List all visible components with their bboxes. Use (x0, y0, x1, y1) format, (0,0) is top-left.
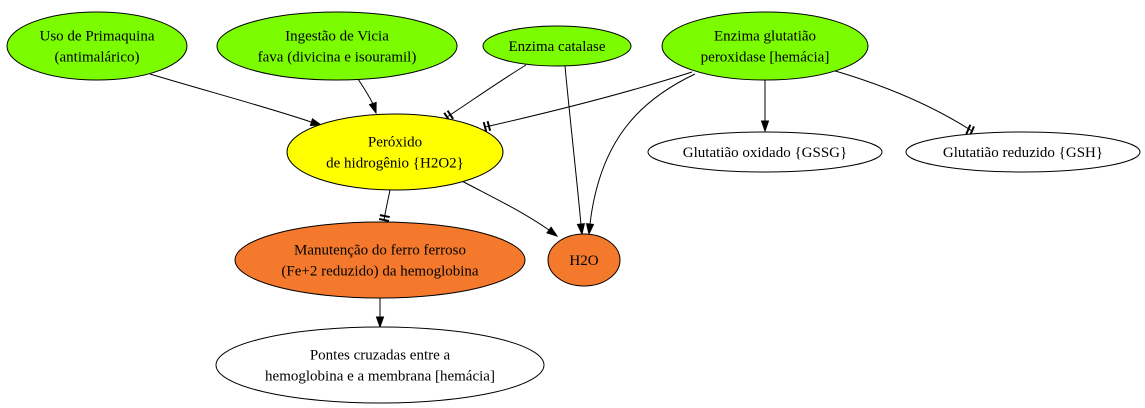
node-label: Glutatião reduzido {GSH} (943, 145, 1103, 161)
node-label: de hidrogênio {H2O2} (326, 156, 464, 172)
edge-glutationa_peroxidase-to-gssg (760, 79, 770, 133)
node-ellipse (215, 326, 545, 404)
node-label: Pontes cruzadas entre a (310, 348, 451, 364)
node-label: Uso de Primaquina (40, 29, 155, 45)
node-ellipse (547, 233, 621, 287)
node-label: Ingestão de Vicia (285, 29, 389, 45)
node-gsh: Glutatião reduzido {GSH} (905, 131, 1141, 173)
edge-line (383, 189, 391, 221)
arrowhead-icon (309, 117, 323, 127)
edge-line (589, 73, 696, 225)
node-label: Enzima glutatião (714, 29, 816, 45)
node-label: Manutenção do ferro ferroso (294, 243, 466, 259)
arrowhead-icon (368, 101, 377, 115)
inhibition-bar-icon (378, 218, 390, 222)
node-ellipse (286, 113, 504, 191)
node-label: Glutatião oxidado {GSSG} (683, 145, 847, 161)
edge-line (149, 73, 312, 123)
edge-vicia-to-peroxido (357, 78, 377, 115)
arrowhead-icon (585, 223, 595, 236)
inhibition-bar-icon (965, 124, 972, 135)
node-ellipse (234, 221, 526, 299)
inhibition-bar-icon (486, 120, 492, 132)
node-ferro: Manutenção do ferro ferroso (Fe+2 reduzid… (234, 221, 526, 299)
node-glutationa-peroxidase: Enzima glutatião peroxidase [hemácia] (661, 11, 869, 81)
node-ellipse (6, 11, 188, 81)
arrowhead-icon (760, 120, 770, 133)
node-label: (antimalárico) (55, 50, 140, 66)
inhibition-bar-icon (379, 214, 390, 219)
node-label: fava (divicina e isouramil) (258, 50, 417, 66)
edge-primaquina-to-peroxido (149, 73, 323, 127)
nodes-layer: Uso de Primaquina (antimalárico) Ingestão … (6, 11, 1141, 404)
arrowhead-icon (576, 223, 586, 236)
edge-line (484, 71, 693, 128)
node-ellipse (482, 25, 632, 67)
node-h2o: H2O (547, 233, 621, 287)
edge-line (831, 69, 973, 132)
node-label: (Fe+2 reduzido) da hemoglobina (281, 264, 478, 280)
edge-line (459, 179, 550, 231)
node-ellipse (647, 131, 883, 173)
node-peroxido: Peróxido de hidrogênio {H2O2} (286, 113, 504, 191)
node-primaquina: Uso de Primaquina (antimalárico) (6, 11, 188, 81)
node-ellipse (216, 11, 458, 81)
edge-line (446, 64, 527, 118)
arrowhead-icon (375, 316, 385, 329)
node-label: Peróxido (368, 135, 422, 151)
edge-peroxido-to-h2o (459, 179, 559, 237)
edge-glutationa_peroxidase-to-peroxido (482, 71, 693, 133)
node-label: hemoglobina e a membrana [hemácia] (265, 369, 495, 385)
edge-catalase-to-h2o (564, 65, 586, 236)
node-gssg: Glutatião oxidado {GSSG} (647, 131, 883, 173)
edge-glutationa_peroxidase-to-h2o (585, 73, 696, 236)
node-label: H2O (569, 253, 598, 269)
edge-ferro-to-pontes (375, 297, 385, 329)
edge-catalase-to-peroxido (443, 64, 527, 122)
arrowhead-icon (546, 226, 559, 237)
edge-glutationa_peroxidase-to-gsh (831, 69, 975, 136)
node-vicia: Ingestão de Vicia fava (divicina e isoura… (216, 11, 458, 81)
node-ellipse (661, 11, 869, 81)
node-label: peroxidase [hemácia] (701, 50, 830, 66)
node-pontes: Pontes cruzadas entre a hemoglobina e a m… (215, 326, 545, 404)
edge-line (357, 78, 374, 105)
inhibition-bar-icon (482, 121, 488, 133)
node-label: Enzima catalase (508, 39, 605, 55)
edge-peroxido-to-ferro (378, 189, 391, 222)
edge-line (564, 65, 582, 226)
node-catalase: Enzima catalase (482, 25, 632, 67)
edges-layer (149, 64, 975, 329)
node-ellipse (905, 131, 1141, 173)
inhibition-bar-icon (446, 110, 454, 120)
